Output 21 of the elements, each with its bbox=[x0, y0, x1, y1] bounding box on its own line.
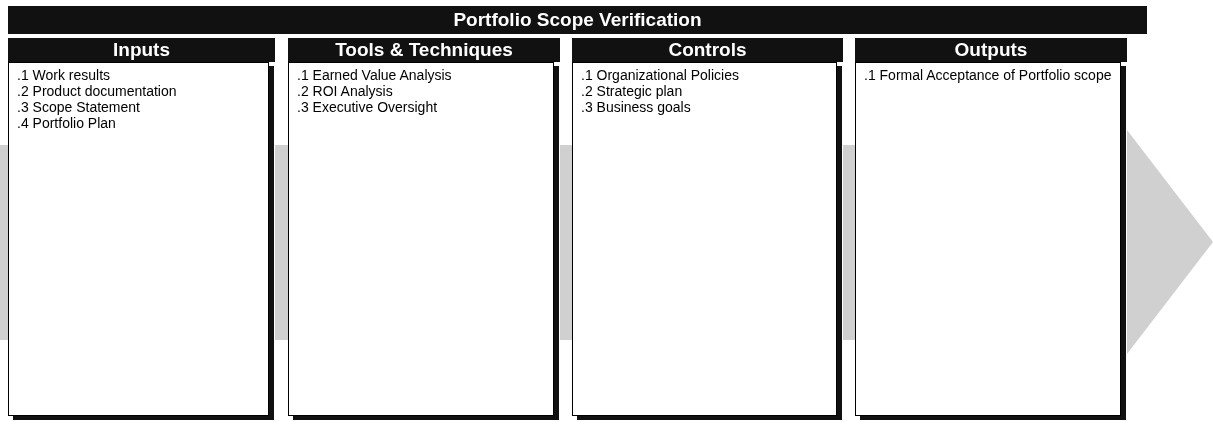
list-item: .3 Executive Oversight bbox=[297, 99, 439, 115]
flow-band bbox=[843, 145, 855, 340]
flow-arrow bbox=[1127, 130, 1213, 354]
list-item: .2 Product documentation bbox=[17, 83, 178, 99]
list-item: .3 Business goals bbox=[581, 99, 692, 115]
list-item: .3 Scope Statement bbox=[17, 99, 141, 115]
list-item: .1 Earned Value Analysis bbox=[297, 67, 453, 83]
column-header: Inputs bbox=[8, 38, 275, 62]
list-item: .1 Work results bbox=[17, 67, 112, 83]
flow-band bbox=[0, 145, 8, 340]
column-header: Outputs bbox=[855, 38, 1127, 62]
flow-band bbox=[275, 145, 288, 340]
list-item: .1 Formal Acceptance of Portfolio scope bbox=[864, 67, 1112, 83]
list-item: .2 ROI Analysis bbox=[297, 83, 394, 99]
list-item: .1 Organizational Policies bbox=[581, 67, 740, 83]
flow-band bbox=[560, 145, 572, 340]
list-item: .2 Strategic plan bbox=[581, 83, 684, 99]
list-item: .4 Portfolio Plan bbox=[17, 115, 117, 131]
column-header: Tools & Techniques bbox=[288, 38, 560, 62]
column-header: Controls bbox=[572, 38, 843, 62]
title-banner: Portfolio Scope Verification bbox=[8, 6, 1147, 34]
